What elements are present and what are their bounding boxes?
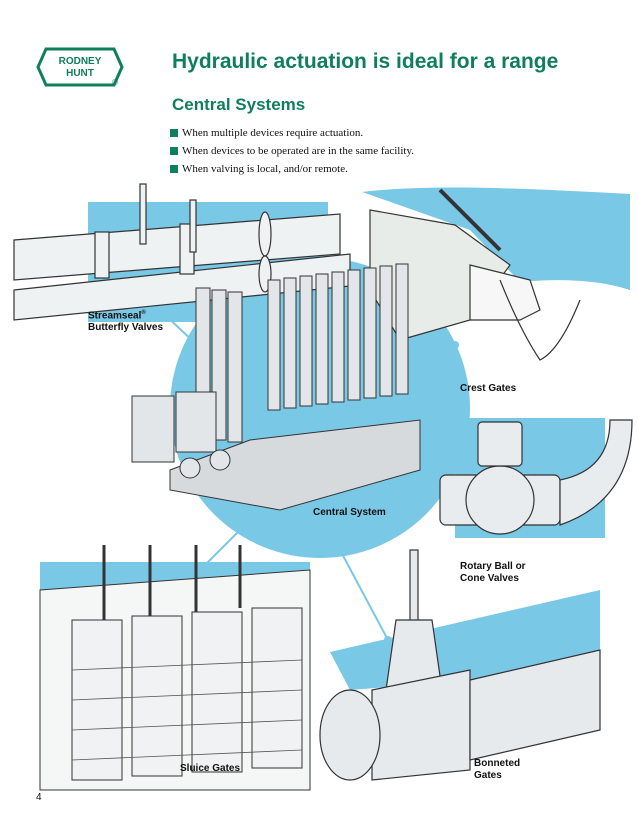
page-title: Hydraulic actuation is ideal for a range bbox=[172, 50, 559, 73]
registered-mark: ® bbox=[112, 78, 118, 87]
bullet-item: When devices to be operated are in the s… bbox=[170, 142, 414, 160]
connector-line bbox=[159, 309, 199, 347]
rotary-valve-drawing bbox=[439, 419, 633, 535]
bonneted-gate-drawing bbox=[319, 549, 601, 781]
bullet-square-icon bbox=[170, 147, 178, 155]
sluice-gates-label: Sluice Gates bbox=[180, 763, 241, 774]
butterfly-valves-label: Streamseal® Butterfly Valves bbox=[88, 310, 164, 334]
central-system-label: Central System bbox=[313, 507, 386, 518]
connector-line bbox=[199, 519, 251, 571]
bullet-square-icon bbox=[170, 129, 178, 137]
rodney-hunt-logo: RODNEY HUNT bbox=[36, 47, 124, 87]
bullet-item: When valving is local, and/or remote. bbox=[170, 160, 414, 178]
logo-line1: RODNEY bbox=[59, 56, 102, 67]
bonneted-gates-label: Bonneted Gates bbox=[474, 758, 521, 781]
page-number: 4 bbox=[36, 792, 42, 803]
crest-sky-background bbox=[362, 187, 630, 290]
bullet-square-icon bbox=[170, 165, 178, 173]
bullet-list: When multiple devices require actuation.… bbox=[170, 124, 414, 178]
rotary-valves-label: Rotary Ball or Cone Valves bbox=[460, 561, 526, 584]
crest-gates-label: Crest Gates bbox=[460, 383, 517, 394]
central-system-drawing bbox=[131, 263, 421, 511]
bullet-item: When multiple devices require actuation. bbox=[170, 124, 414, 142]
connector-line bbox=[429, 459, 471, 473]
butterfly-valve-drawing bbox=[13, 183, 351, 321]
logo-line2: HUNT bbox=[66, 68, 94, 79]
hydraulic-systems-illustration bbox=[13, 183, 633, 791]
connector-line bbox=[339, 549, 389, 641]
section-heading: Central Systems bbox=[172, 95, 306, 114]
sluice-gates-drawing bbox=[39, 545, 311, 791]
